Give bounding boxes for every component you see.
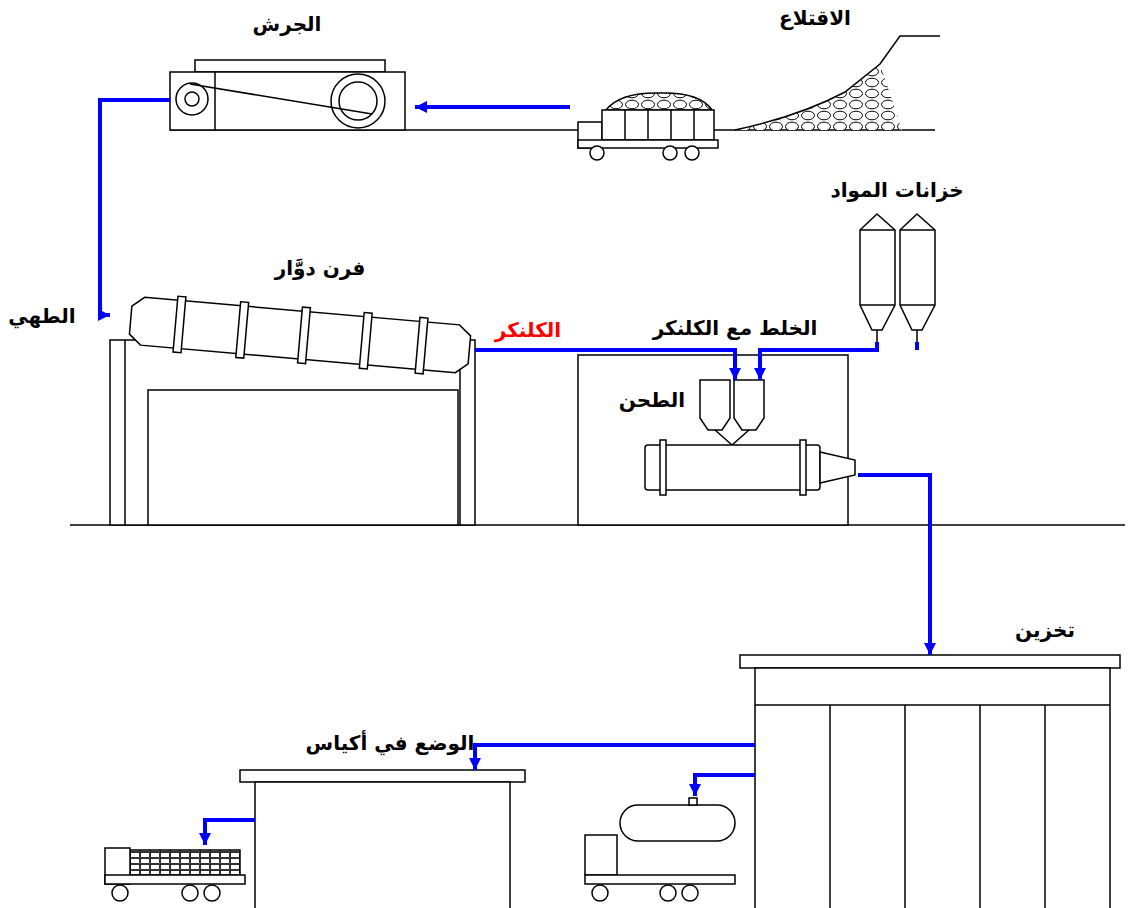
bagging-node: الوضع في أكياس (240, 770, 525, 908)
step-heading: الخلط مع الكلنكر (653, 316, 818, 340)
flow-arrow (100, 100, 170, 315)
bag-truck (105, 848, 245, 901)
flow-arrow (760, 342, 877, 380)
quarry-cliff (735, 36, 940, 130)
kiln-node: فرن دوَّارالطهي (110, 295, 475, 525)
silo-node: خزانات المواد (858, 212, 938, 342)
step-heading: فرن دوَّار (275, 256, 366, 280)
storage-silo (740, 655, 1120, 908)
step-heading: خزانات المواد (830, 178, 963, 202)
flow-arrow (475, 350, 735, 380)
dump-truck (578, 93, 718, 160)
storage-node: تخزين (740, 655, 1120, 908)
rock-pile (735, 64, 902, 130)
material-silos (860, 214, 935, 342)
flow-arrow (858, 475, 930, 655)
flow-line (915, 342, 919, 350)
crusher-node: الجرش (170, 60, 405, 130)
step-label: الطحن (619, 388, 685, 412)
mill-node: الخلط مع الكلنكرالطحن (578, 355, 858, 525)
tanker-truck (585, 798, 735, 901)
step-heading: تخزين (1015, 618, 1075, 642)
flow-arrow (475, 745, 755, 770)
mill-building (578, 355, 855, 525)
step-heading: الجرش (253, 12, 322, 36)
flow-arrow (415, 105, 570, 109)
step-heading: الوضع في أكياس (306, 731, 475, 755)
rotary-kiln (128, 292, 472, 377)
edge-label: الكلنكر (493, 318, 563, 342)
step-label: الطهي (8, 304, 75, 328)
bagging-building (240, 770, 525, 908)
crusher-building (170, 60, 405, 130)
step-label: الاقتلاع (779, 6, 851, 30)
flow-arrow (695, 775, 755, 796)
flow-arrow (205, 820, 255, 845)
